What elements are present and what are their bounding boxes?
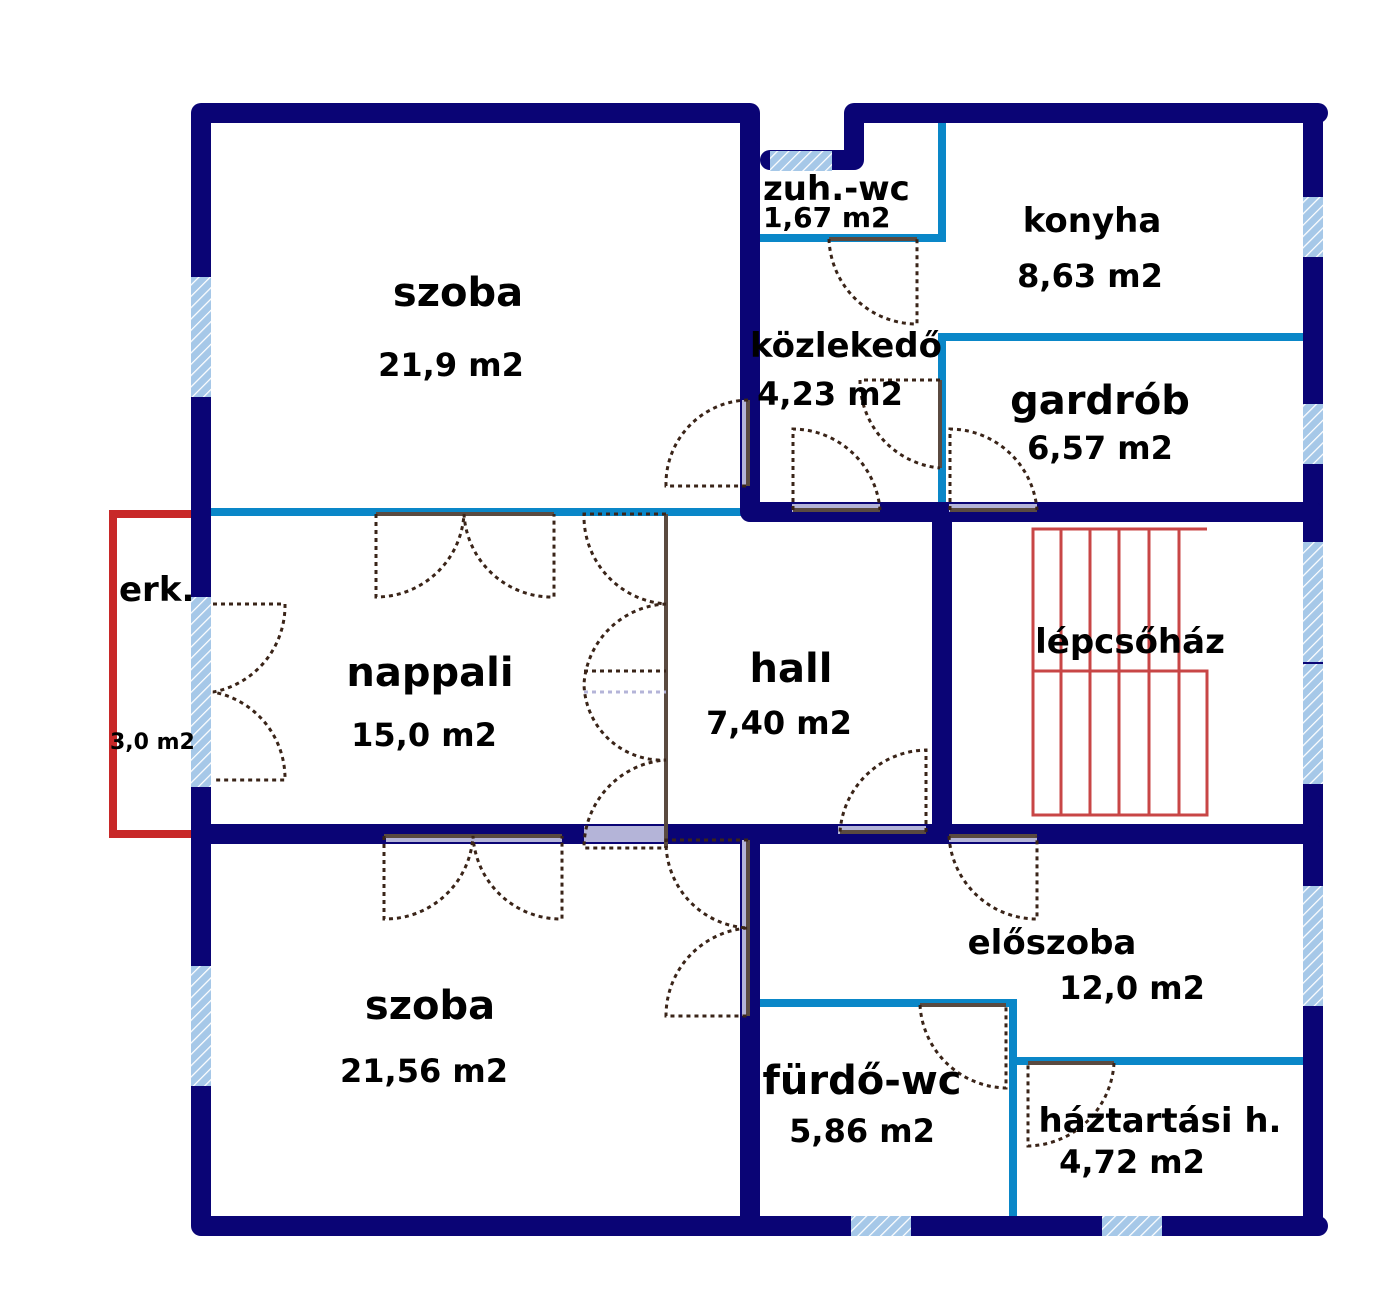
room-name-haztartasi: háztartási h. xyxy=(1039,1101,1282,1141)
window xyxy=(1303,404,1323,464)
window xyxy=(1303,197,1323,257)
room-name-zuh-wc: zuh.-wc xyxy=(763,169,910,209)
room-name-szoba-bottom: szoba xyxy=(365,983,495,1029)
door-swings xyxy=(212,238,1116,1148)
window xyxy=(191,966,211,1086)
room-name-kozlekedo: közlekedő xyxy=(750,326,942,366)
window xyxy=(191,597,211,787)
staircase xyxy=(1031,527,1209,817)
room-name-lepcsohaz: lépcsőház xyxy=(1035,622,1225,662)
window xyxy=(1102,1216,1162,1236)
room-name-gardrob: gardrób xyxy=(1010,378,1190,424)
room-area-haztartasi: 4,72 m2 xyxy=(1059,1143,1205,1181)
window xyxy=(191,277,211,397)
room-area-zuh-wc: 1,67 m2 xyxy=(763,201,891,234)
room-area-hall: 7,40 m2 xyxy=(706,704,852,742)
room-name-konyha: konyha xyxy=(1023,201,1162,241)
window xyxy=(851,1216,911,1236)
room-name-szoba-top: szoba xyxy=(393,270,523,316)
room-area-nappali: 15,0 m2 xyxy=(351,716,497,754)
room-area-kozlekedo: 4,23 m2 xyxy=(757,375,903,413)
room-name-hall: hall xyxy=(750,646,833,692)
windows xyxy=(191,151,1323,1236)
room-area-furdo-wc: 5,86 m2 xyxy=(789,1112,935,1150)
window xyxy=(1303,664,1323,784)
room-name-nappali: nappali xyxy=(346,650,513,696)
room-name-furdo-wc: fürdő-wc xyxy=(763,1058,962,1104)
room-area-konyha: 8,63 m2 xyxy=(1017,257,1163,295)
room-area-szoba-bottom: 21,56 m2 xyxy=(340,1052,508,1090)
room-name-eloszoba: előszoba xyxy=(968,923,1137,963)
room-area-gardrob: 6,57 m2 xyxy=(1027,429,1173,467)
room-name-erkely: erk. xyxy=(119,570,194,610)
room-area-eloszoba: 12,0 m2 xyxy=(1059,969,1205,1007)
window xyxy=(770,151,832,171)
balcony-outline xyxy=(109,510,195,838)
room-labels: szoba 21,9 m2 zuh.-wc 1,67 m2 konyha 8,6… xyxy=(110,169,1281,1181)
window xyxy=(1303,542,1323,662)
window xyxy=(1303,886,1323,1006)
room-area-erkely: 3,0 m2 xyxy=(110,730,195,755)
room-area-szoba-top: 21,9 m2 xyxy=(378,346,524,384)
